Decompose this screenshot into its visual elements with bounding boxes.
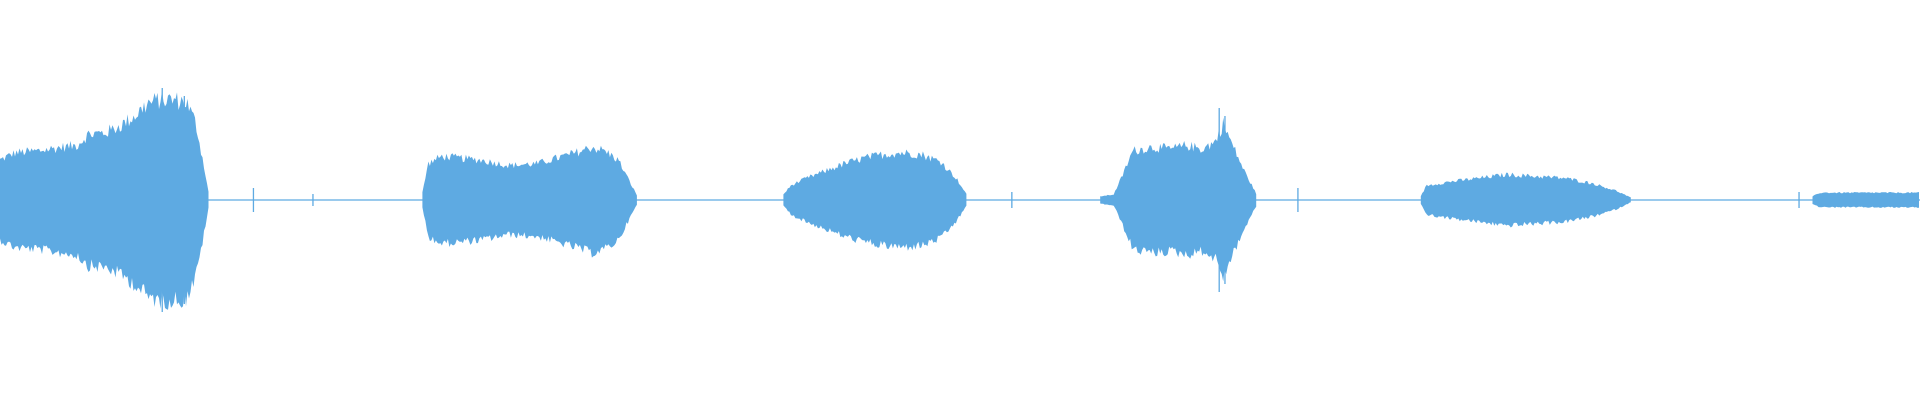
waveform-spikes [161,88,1800,312]
sound-burst-3 [783,149,967,251]
sound-burst-1 [0,90,209,310]
sound-burst-5 [1420,172,1631,228]
sound-burst-4 [1100,117,1257,282]
waveform-segments [0,90,1919,310]
sound-burst-6 [1812,192,1919,208]
sound-burst-2 [422,145,637,258]
